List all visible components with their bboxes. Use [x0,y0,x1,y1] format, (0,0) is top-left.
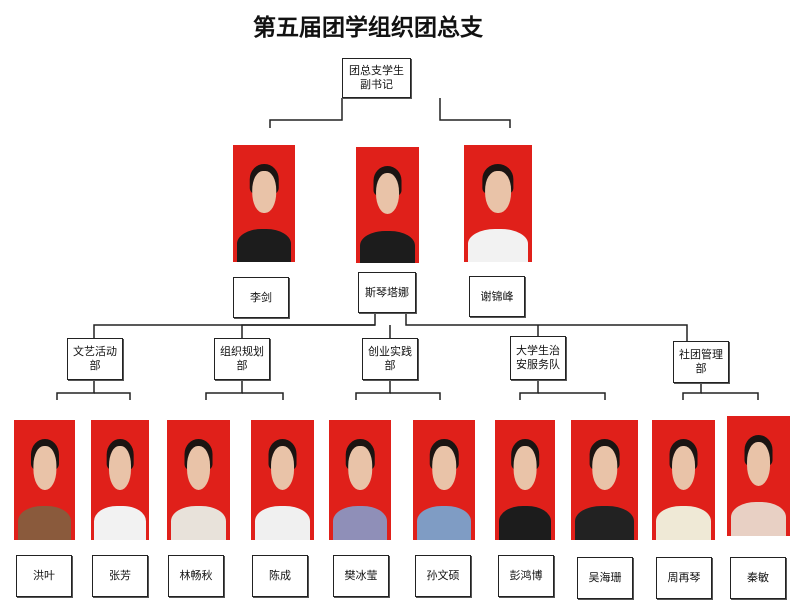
member-name-box: 林畅秋 [168,555,224,597]
member-name-box: 彭鸿博 [498,555,554,597]
member-photo [91,420,149,540]
leader-name-box: 斯琴塔娜 [358,272,416,313]
department-box: 大学生治安服务队 [510,336,566,380]
member-name-box: 吴海珊 [577,557,633,599]
department-box: 组织规划部 [214,338,270,380]
member-name-box: 周再琴 [656,557,712,599]
leader-photo [233,145,295,262]
leader-name-box: 李剑 [233,277,289,318]
member-name-box: 张芳 [92,555,148,597]
department-box: 创业实践部 [362,338,418,380]
member-photo [652,420,715,540]
member-photo [251,420,314,540]
member-name-box: 陈成 [252,555,308,597]
member-photo [413,420,475,540]
leader-name-box: 谢锦峰 [469,276,525,317]
member-photo [727,416,790,536]
member-name-box: 樊冰莹 [333,555,389,597]
member-name-box: 洪叶 [16,555,72,597]
member-photo [495,420,555,540]
department-box: 文艺活动部 [67,338,123,380]
member-photo [14,420,75,540]
member-photo [167,420,230,540]
member-name-box: 秦敏 [730,557,786,599]
vice-secretary-box: 团总支学生副书记 [342,58,411,98]
leader-photo [356,147,419,263]
leader-photo [464,145,532,262]
page-title: 第五届团学组织团总支 [253,15,483,41]
department-box: 社团管理部 [673,341,729,383]
member-photo [329,420,391,540]
member-photo [571,420,638,540]
member-name-box: 孙文硕 [415,555,471,597]
